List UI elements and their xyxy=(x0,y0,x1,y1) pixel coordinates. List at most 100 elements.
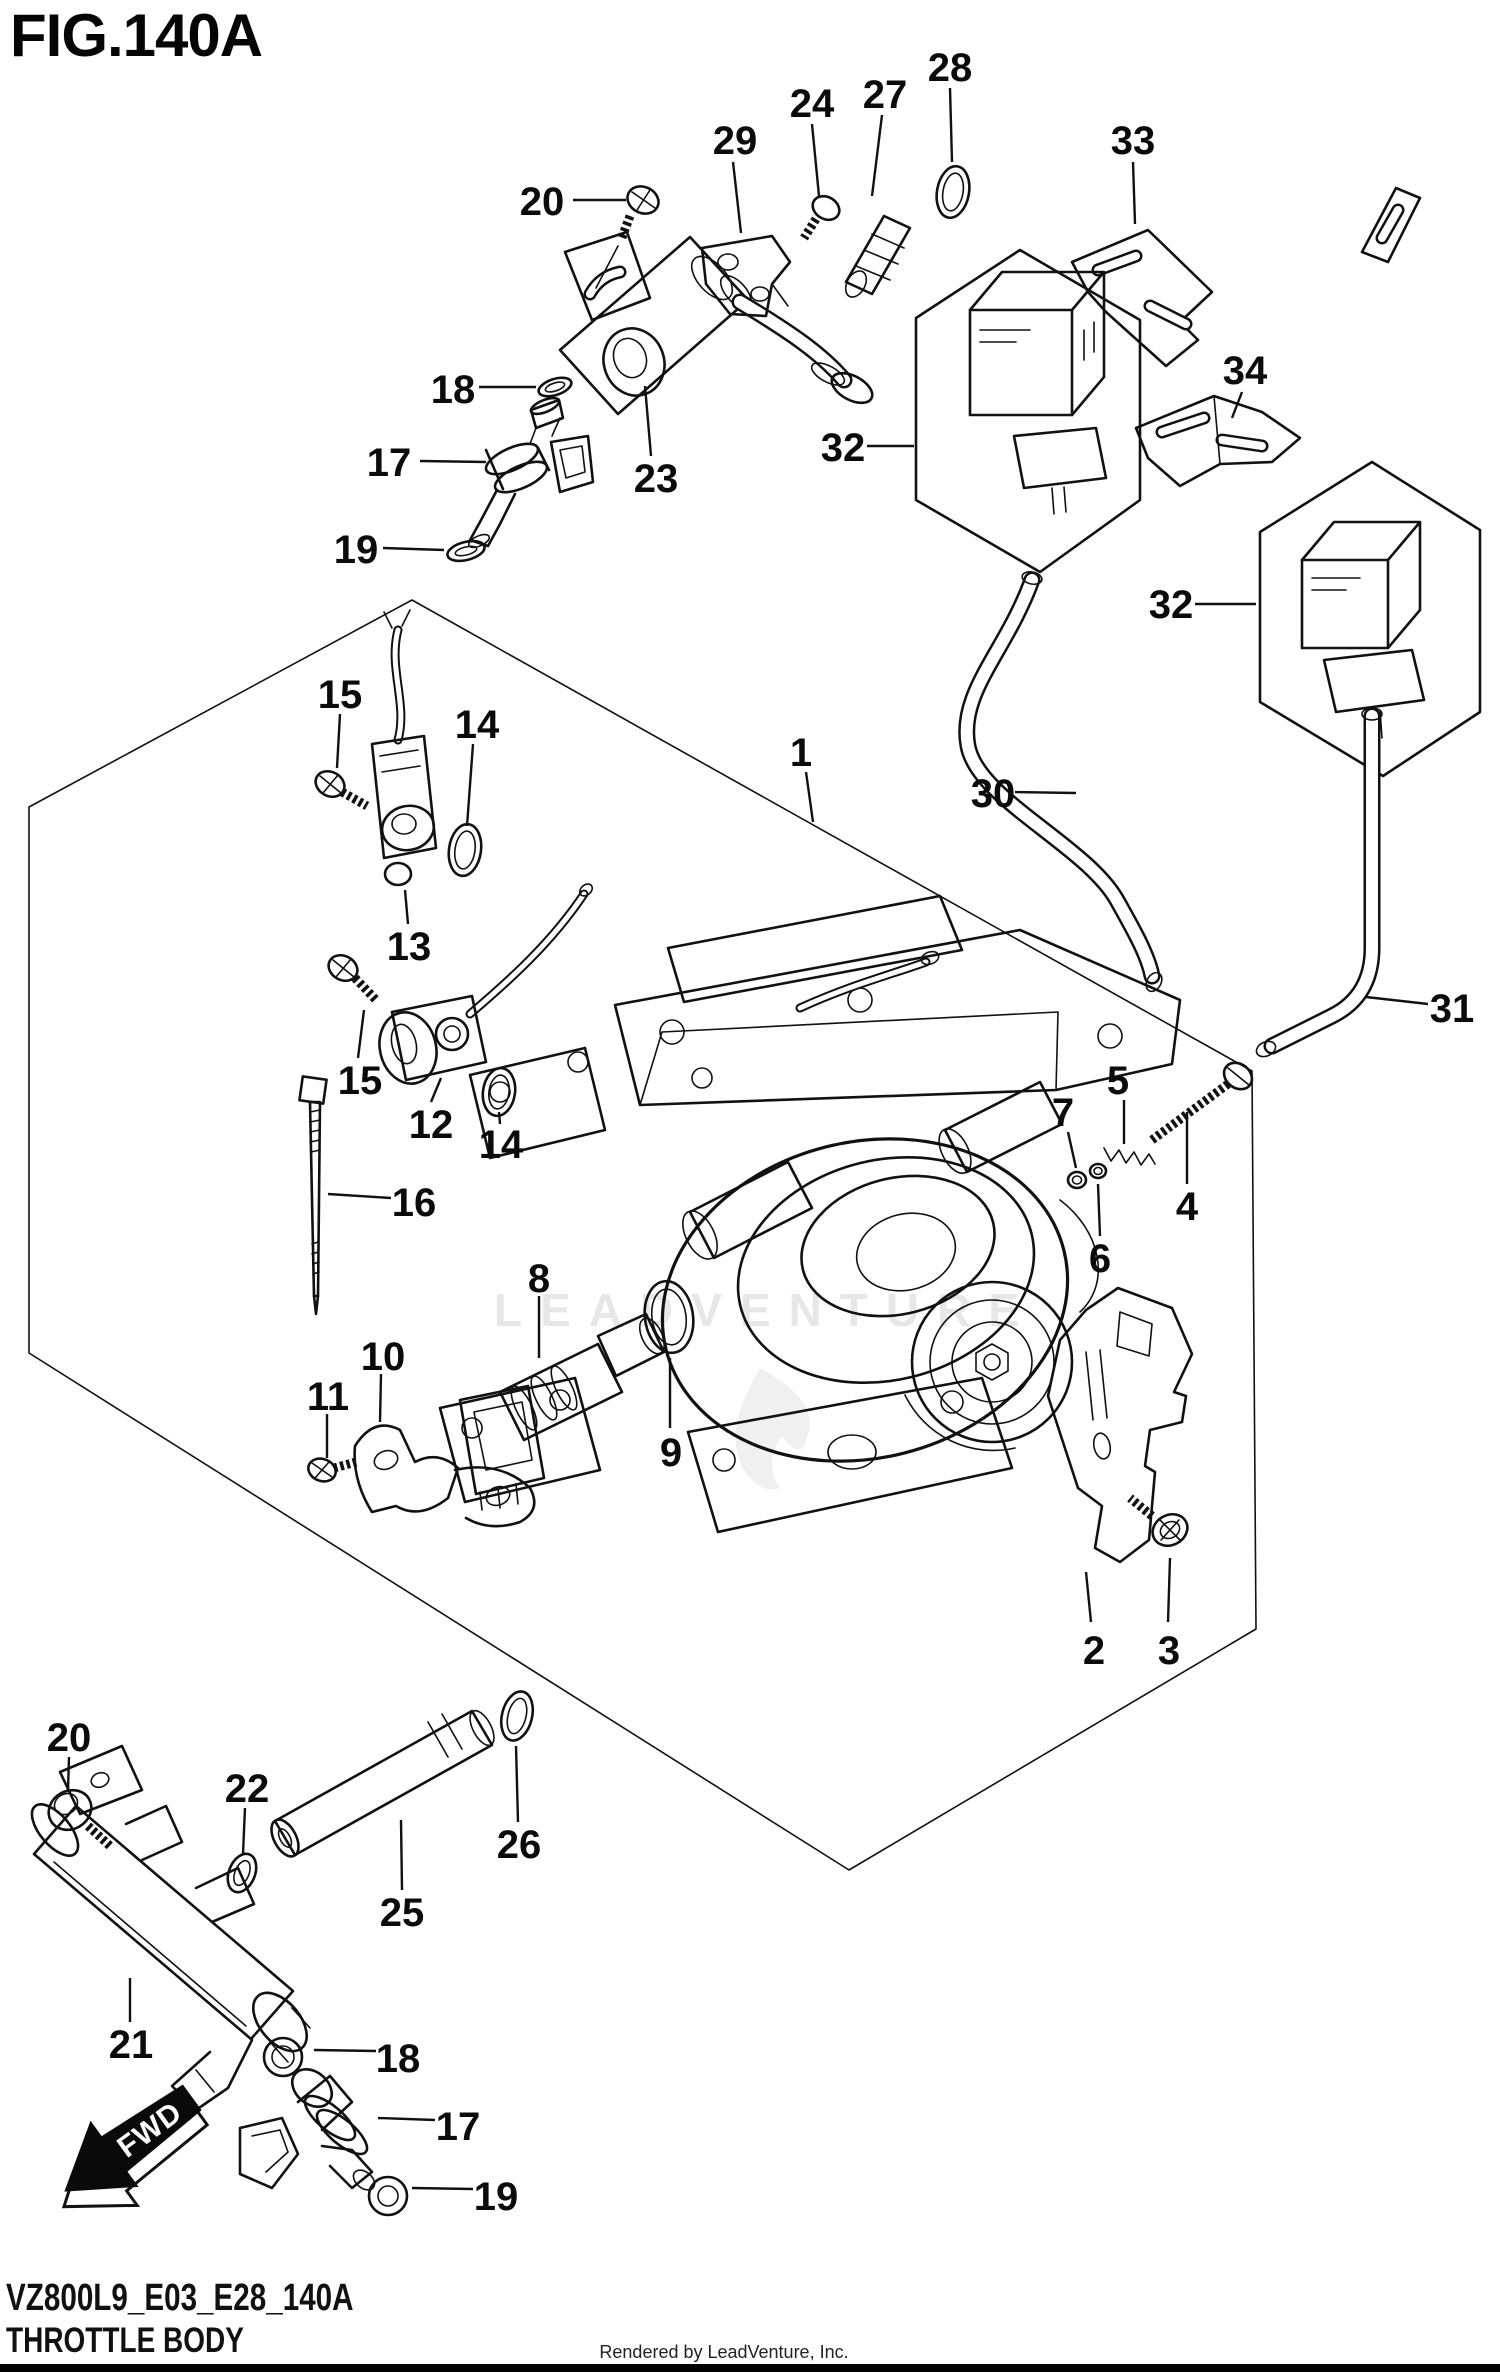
callout-leader-26 xyxy=(514,1745,520,1823)
callout-label-3[interactable]: 3 xyxy=(1158,1629,1180,1673)
callout-label-18[interactable]: 18 xyxy=(376,2037,421,2081)
part-hose-31 xyxy=(1255,707,1383,1058)
callout-label-30[interactable]: 30 xyxy=(971,772,1016,816)
callout-leader-2 xyxy=(1084,1571,1093,1623)
callout-label-15[interactable]: 15 xyxy=(338,1059,383,1103)
callout-label-22[interactable]: 22 xyxy=(225,1767,270,1811)
part-screw-15-upper xyxy=(314,769,370,810)
part-oring-26 xyxy=(499,1690,535,1742)
part-pipe-25 xyxy=(270,1709,495,1858)
part-oring-18-top xyxy=(537,376,573,398)
callout-label-17[interactable]: 17 xyxy=(436,2105,481,2149)
callout-label-15[interactable]: 15 xyxy=(318,673,363,717)
callout-leader-30 xyxy=(1014,790,1077,795)
part-sensor-12 xyxy=(378,883,594,1085)
callout-label-11[interactable]: 11 xyxy=(307,1375,349,1419)
callout-label-21[interactable]: 21 xyxy=(109,2023,154,2067)
callout-label-9[interactable]: 9 xyxy=(660,1431,682,1475)
part-injector-17-top xyxy=(467,396,595,549)
callout-label-26[interactable]: 26 xyxy=(497,1823,542,1867)
leadventure-watermark: LEADVENTURE xyxy=(494,1284,1019,1490)
figure-title: FIG.140A xyxy=(10,2,262,69)
callout-label-18[interactable]: 18 xyxy=(431,368,476,412)
callout-leader-13 xyxy=(403,889,410,925)
callout-leader-23 xyxy=(643,385,653,457)
callout-leader-6 xyxy=(1096,1183,1102,1237)
callout-label-4[interactable]: 4 xyxy=(1176,1185,1199,1229)
callout-label-16[interactable]: 16 xyxy=(392,1181,437,1225)
callout-label-19[interactable]: 19 xyxy=(474,2175,519,2219)
callout-leader-7 xyxy=(1066,1131,1078,1169)
callout-leader-1 xyxy=(804,771,815,823)
part-bracket-2 xyxy=(1046,1286,1194,1564)
part-bracket-34 xyxy=(1134,394,1302,488)
part-hose-30 xyxy=(958,570,1163,993)
callout-label-2[interactable]: 2 xyxy=(1083,1629,1105,1673)
callout-label-12[interactable]: 12 xyxy=(409,1103,454,1147)
callout-label-33[interactable]: 33 xyxy=(1111,119,1156,163)
callout-label-17[interactable]: 17 xyxy=(367,441,412,485)
callout-leader-22 xyxy=(241,1807,247,1855)
callout-label-32[interactable]: 32 xyxy=(1149,583,1194,627)
part-screw-20-top xyxy=(595,185,660,289)
callout-label-24[interactable]: 24 xyxy=(790,82,835,126)
callout-label-14[interactable]: 14 xyxy=(479,1123,524,1167)
part-throttle-body-assembly xyxy=(438,894,1182,1534)
part-screw-15-lower xyxy=(327,953,380,1004)
part-injector-17-bottom xyxy=(238,2067,376,2191)
callout-label-7[interactable]: 7 xyxy=(1052,1091,1074,1135)
callout-label-14[interactable]: 14 xyxy=(455,703,500,747)
callout-leader-17 xyxy=(377,2116,436,2122)
callout-label-13[interactable]: 13 xyxy=(387,925,432,969)
callout-leader-24 xyxy=(810,123,821,197)
callout-label-8[interactable]: 8 xyxy=(528,1257,550,1301)
part-banjo-bolt-20-bottom xyxy=(47,1788,114,1850)
part-bracket-10 xyxy=(353,1424,536,1528)
callout-label-32[interactable]: 32 xyxy=(821,426,866,470)
footer-part-code: VZ800L9_E03_E28_140A xyxy=(6,2277,354,2319)
callout-label-25[interactable]: 25 xyxy=(380,1891,425,1935)
part-connector-box-right xyxy=(1258,460,1482,778)
callout-label-34[interactable]: 34 xyxy=(1223,349,1268,393)
part-oring-14-upper xyxy=(447,822,483,878)
part-oring-19-top xyxy=(446,539,486,563)
callout-label-10[interactable]: 10 xyxy=(361,1335,406,1379)
callout-label-29[interactable]: 29 xyxy=(713,119,758,163)
part-screw-11 xyxy=(307,1457,358,1483)
part-oring-9 xyxy=(643,1279,695,1355)
callout-label-20[interactable]: 20 xyxy=(520,180,565,224)
callout-leader-28 xyxy=(948,87,954,163)
callout-leader-17 xyxy=(419,459,487,464)
callout-label-6[interactable]: 6 xyxy=(1089,1237,1111,1281)
callout-label-19[interactable]: 19 xyxy=(334,528,379,572)
callout-leader-27 xyxy=(870,114,884,197)
callout-label-5[interactable]: 5 xyxy=(1107,1059,1129,1103)
callout-label-23[interactable]: 23 xyxy=(634,457,679,501)
callout-leader-15 xyxy=(335,713,342,769)
callout-leader-12 xyxy=(429,1077,443,1103)
part-oring-19-bottom xyxy=(367,2175,409,2217)
callout-label-28[interactable]: 28 xyxy=(928,46,973,90)
callout-leader-15 xyxy=(356,1009,366,1059)
watermark-flame-icon xyxy=(735,1368,810,1490)
callout-leader-25 xyxy=(399,1819,404,1891)
callout-label-27[interactable]: 27 xyxy=(863,73,908,117)
callout-leader-14 xyxy=(497,1111,502,1125)
callout-leader-14 xyxy=(465,743,475,827)
fwd-arrow: FWD xyxy=(61,2084,210,2209)
part-sensor-13 xyxy=(370,609,438,887)
callout-leader-33 xyxy=(1131,161,1137,225)
part-oring-22 xyxy=(226,1852,258,1894)
callout-leader-16 xyxy=(327,1192,392,1200)
callout-label-31[interactable]: 31 xyxy=(1430,987,1475,1031)
callout-label-1[interactable]: 1 xyxy=(790,731,812,775)
part-bracket-fragment xyxy=(1360,186,1422,264)
part-air-valve-assembly xyxy=(558,230,874,416)
bottom-bar xyxy=(0,2364,1500,2372)
part-oring-18-bottom xyxy=(262,2036,304,2078)
callout-leader-19 xyxy=(411,2186,474,2191)
callout-label-20[interactable]: 20 xyxy=(47,1716,92,1760)
